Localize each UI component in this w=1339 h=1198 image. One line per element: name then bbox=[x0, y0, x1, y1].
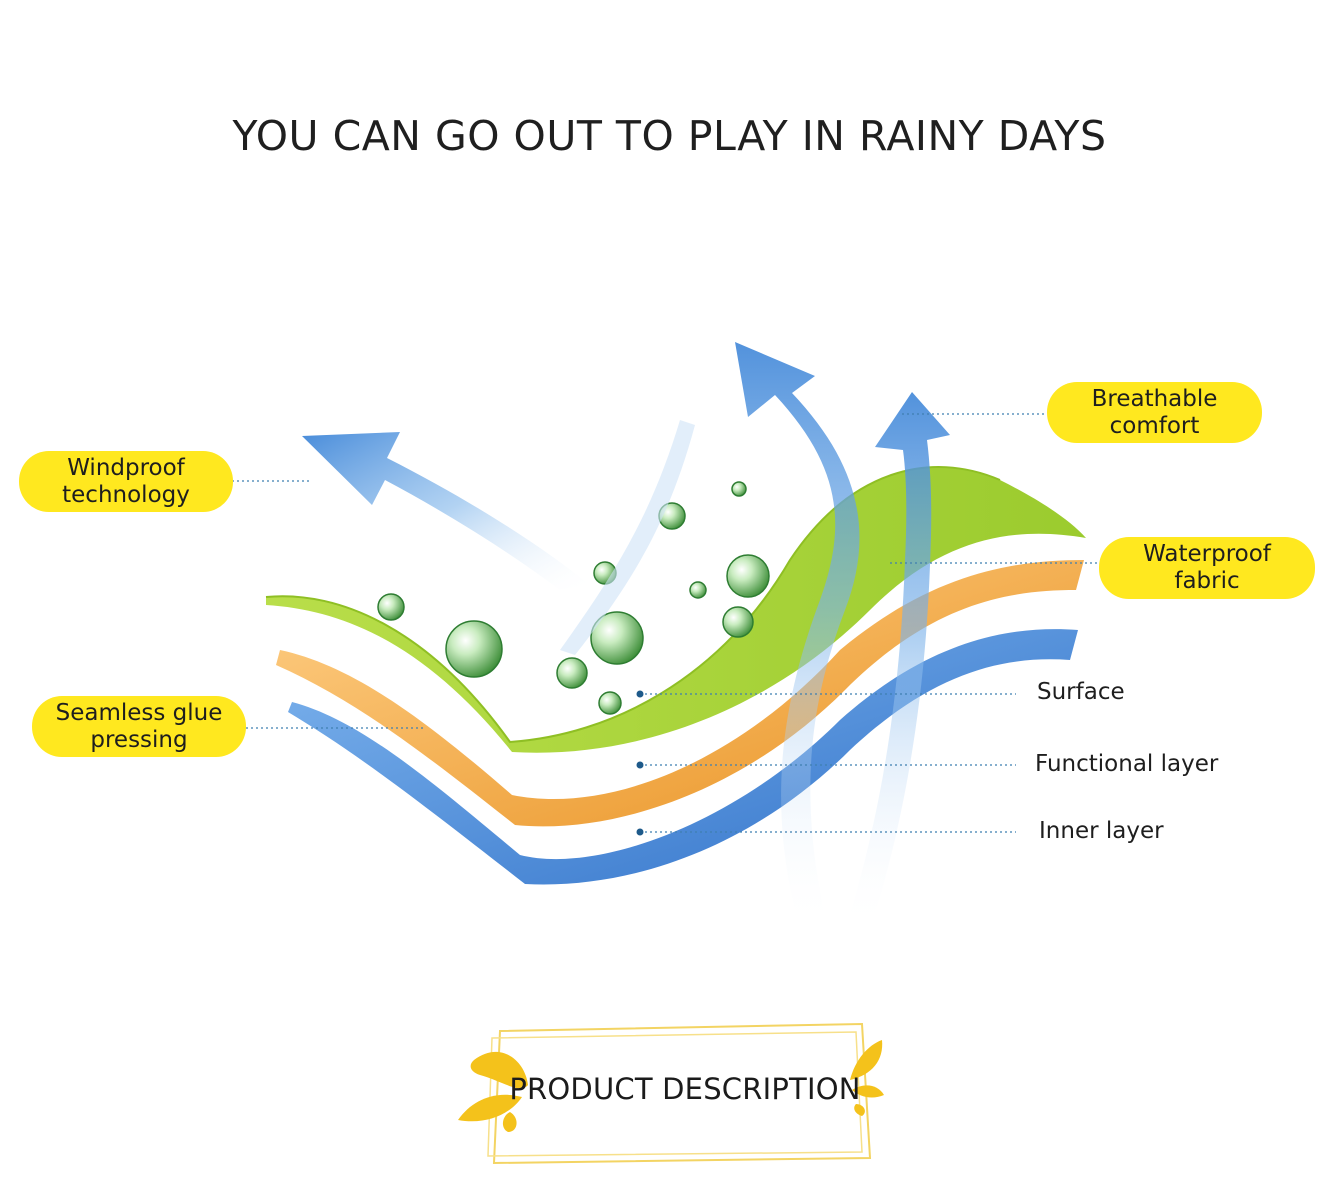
splash-icon bbox=[852, 1085, 884, 1098]
water-drop-icon bbox=[722, 606, 754, 638]
water-drop-icon bbox=[689, 581, 707, 599]
wind-arrow-icon bbox=[302, 432, 590, 590]
callout-waterproof: Waterproof fabric bbox=[1099, 537, 1315, 599]
water-drop-icon bbox=[590, 611, 644, 665]
breathable-arrow-icon bbox=[560, 420, 695, 655]
callout-windproof-line2: technology bbox=[62, 481, 190, 508]
water-drop-icon bbox=[377, 593, 405, 621]
callout-seamless: Seamless glue pressing bbox=[32, 696, 246, 757]
leader-lines bbox=[232, 413, 1098, 833]
splash-icon bbox=[850, 1040, 883, 1080]
splash-icon bbox=[502, 1112, 517, 1132]
splash-icon bbox=[470, 1051, 528, 1089]
water-drop-icon bbox=[445, 620, 503, 678]
callout-breathable-line2: comfort bbox=[1109, 412, 1200, 439]
page-headline: YOU CAN GO OUT TO PLAY IN RAINY DAYS bbox=[232, 112, 1107, 160]
breathable-arrow-icon bbox=[845, 392, 950, 930]
inner-layer-sheet bbox=[288, 629, 1078, 885]
splash-icon bbox=[854, 1104, 865, 1116]
callout-breathable-line1: Breathable bbox=[1091, 385, 1218, 412]
callout-seamless-line2: pressing bbox=[90, 726, 188, 753]
water-drop-icon bbox=[726, 554, 770, 598]
footer-frame bbox=[458, 1022, 884, 1165]
water-drop-icon bbox=[731, 481, 747, 497]
callout-waterproof-line1: Waterproof bbox=[1143, 541, 1271, 567]
breathable-arrow-icon bbox=[735, 342, 860, 930]
product-description-title: PRODUCT DESCRIPTION bbox=[509, 1072, 861, 1106]
water-drop-icon bbox=[556, 657, 588, 689]
splash-icon bbox=[458, 1094, 522, 1122]
callout-breathable: Breathable comfort bbox=[1047, 382, 1262, 443]
water-droplets bbox=[377, 481, 770, 715]
water-drop-icon bbox=[598, 691, 622, 715]
label-surface: Surface bbox=[1037, 679, 1125, 705]
functional-layer-sheet bbox=[276, 560, 1084, 827]
label-inner-layer: Inner layer bbox=[1039, 818, 1164, 844]
label-functional-layer: Functional layer bbox=[1035, 751, 1219, 777]
callout-waterproof-line2: fabric bbox=[1174, 568, 1240, 594]
surface-layer-sheet bbox=[266, 466, 1086, 753]
callout-windproof: Windproof technology bbox=[19, 451, 233, 512]
callout-seamless-line1: Seamless glue bbox=[55, 699, 223, 726]
callout-windproof-line1: Windproof bbox=[67, 454, 185, 481]
